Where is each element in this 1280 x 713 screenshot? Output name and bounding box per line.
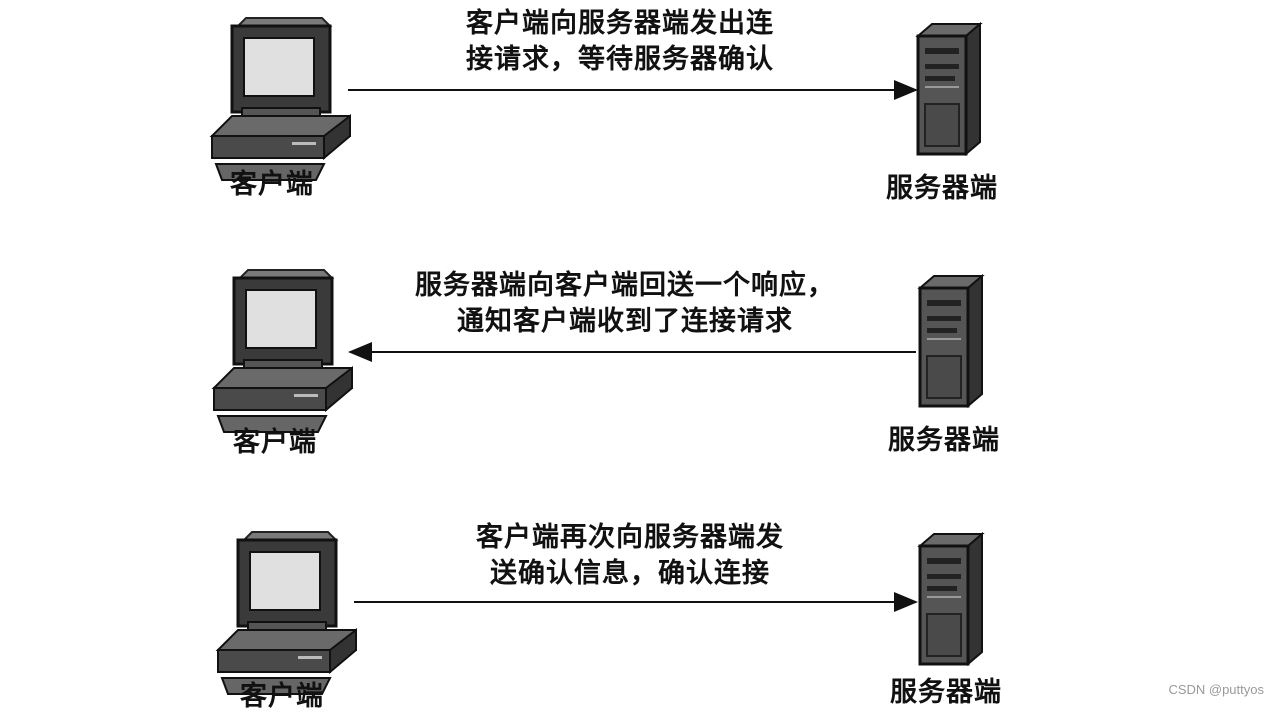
step-3-client-label: 客户端 bbox=[240, 681, 324, 712]
client-computer-icon-1 bbox=[210, 16, 352, 182]
client-computer-icon-2 bbox=[212, 268, 354, 434]
step-1-client-label: 客户端 bbox=[230, 169, 314, 200]
server-tower-icon-1 bbox=[916, 22, 982, 156]
step-1-message-line2: 接请求，等待服务器确认 bbox=[466, 44, 774, 75]
watermark: CSDN @puttyos bbox=[1168, 682, 1264, 697]
step-2-client-label: 客户端 bbox=[233, 427, 317, 458]
server-tower-icon-2 bbox=[918, 274, 984, 408]
step-2-message: 服务器端向客户端回送一个响应， 通知客户端收到了连接请求 bbox=[390, 268, 860, 340]
step-1-server-label: 服务器端 bbox=[886, 173, 998, 204]
server-tower-icon-3 bbox=[918, 532, 984, 666]
step-2-server-label: 服务器端 bbox=[888, 425, 1000, 456]
step-1-message: 客户端向服务器端发出连 接请求，等待服务器确认 bbox=[420, 6, 820, 78]
step-3-message-line2: 送确认信息，确认连接 bbox=[490, 558, 770, 589]
step-1-message-line1: 客户端向服务器端发出连 bbox=[466, 8, 774, 39]
client-computer-icon-3 bbox=[216, 530, 358, 696]
step-2-message-line1: 服务器端向客户端回送一个响应， bbox=[415, 270, 835, 301]
step-2-message-line2: 通知客户端收到了连接请求 bbox=[457, 306, 793, 337]
step-3-server-label: 服务器端 bbox=[890, 677, 1002, 708]
step-3-message-line1: 客户端再次向服务器端发 bbox=[476, 522, 784, 553]
step-3-message: 客户端再次向服务器端发 送确认信息，确认连接 bbox=[430, 520, 830, 592]
